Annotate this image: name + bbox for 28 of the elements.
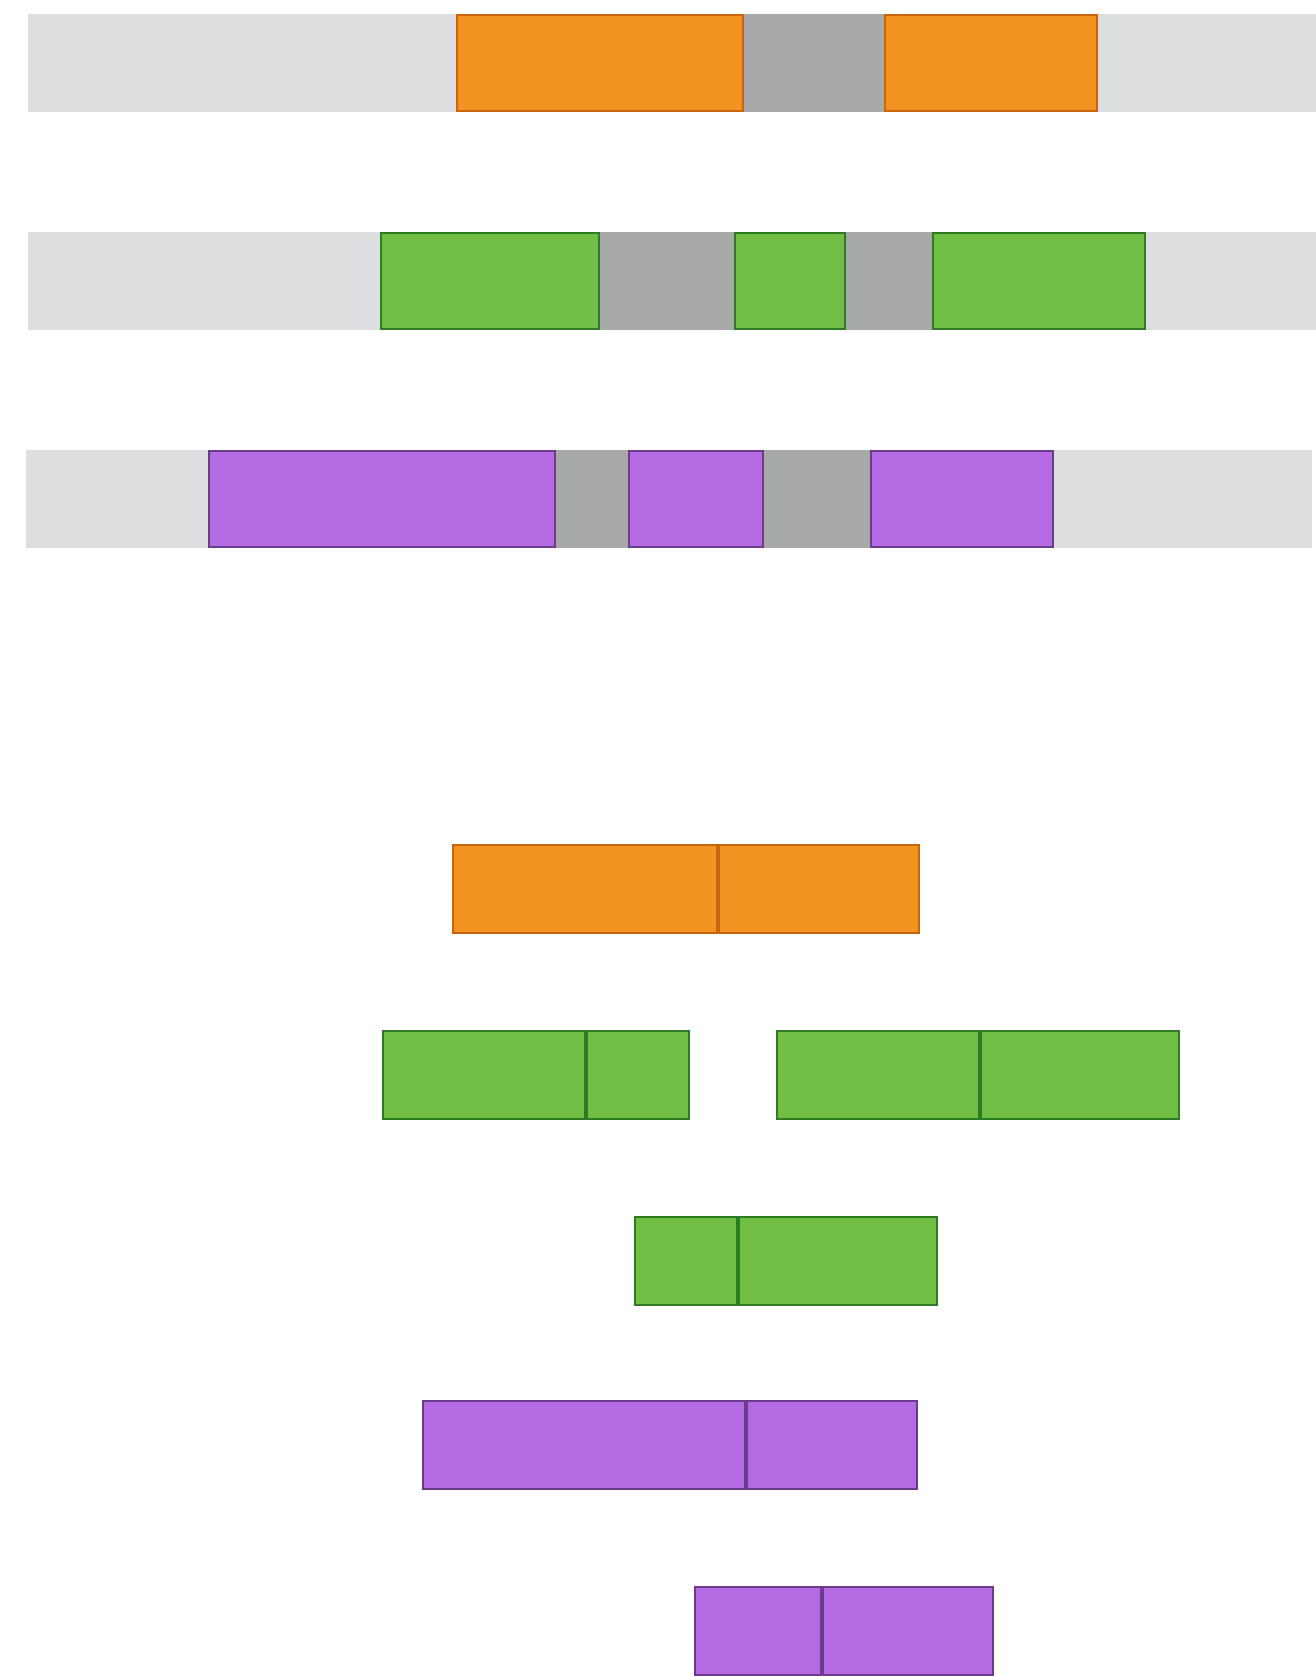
intron-block xyxy=(744,14,884,112)
exon-block xyxy=(822,1586,994,1676)
exon-block xyxy=(884,14,1098,112)
exon-block xyxy=(776,1030,980,1120)
exon-block xyxy=(738,1216,938,1306)
gene-bar xyxy=(28,14,1316,112)
exon-block xyxy=(382,1030,586,1120)
exon-block xyxy=(628,450,764,548)
intron-block xyxy=(600,232,734,330)
exon-block xyxy=(634,1216,738,1306)
exon-block xyxy=(422,1400,746,1490)
exon-block xyxy=(452,844,718,934)
gene-bar xyxy=(26,450,1312,548)
gene-bar xyxy=(28,232,1316,330)
exon-block xyxy=(456,14,744,112)
exon-block xyxy=(208,450,556,548)
exon-block xyxy=(746,1400,918,1490)
exon-block xyxy=(586,1030,690,1120)
exon-block xyxy=(980,1030,1180,1120)
exon-block xyxy=(694,1586,822,1676)
exon-block xyxy=(932,232,1146,330)
exon-block xyxy=(870,450,1054,548)
intron-block xyxy=(764,450,870,548)
exon-block xyxy=(380,232,600,330)
exon-block xyxy=(734,232,846,330)
exon-block xyxy=(718,844,920,934)
intron-block xyxy=(556,450,628,548)
intron-block xyxy=(846,232,932,330)
